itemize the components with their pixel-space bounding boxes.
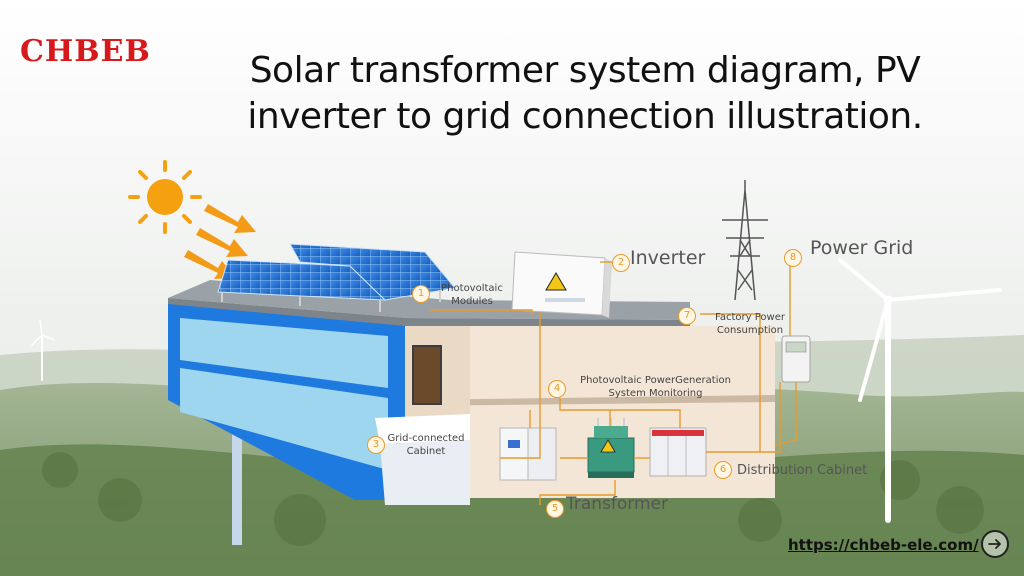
distribution-cabinet-unit [649,427,707,477]
label-photovoltaic-modules: Photovoltaic Modules [432,282,512,308]
marker-1: 1 [412,285,430,303]
label-transformer: Transformer [566,494,669,514]
title-line-1: Solar transformer system diagram, PV [249,50,921,91]
connection-lines [430,261,797,505]
label-photovoltaic-modules-line1: Photovoltaic [441,283,503,294]
label-photovoltaic-modules-line2: Modules [451,296,493,307]
arrow-right-circle-icon[interactable] [981,530,1009,558]
marker-4: 4 [548,380,566,398]
label-distribution-cabinet: Distribution Cabinet [737,463,868,478]
label-inverter: Inverter [630,247,706,269]
marker-7: 7 [678,307,696,325]
transmission-tower-icon [722,180,768,301]
marker-8: 8 [784,249,802,267]
electric-meter-icon [781,335,811,383]
label-grid-cabinet-line1: Grid-connected [387,433,465,444]
solar-panels [217,243,456,312]
label-monitoring: Photovoltaic PowerGeneration System Moni… [568,374,743,400]
sun-icon [128,160,202,234]
website-link[interactable]: https://chbeb-ele.com/ [788,536,979,554]
label-monitoring-line2: System Monitoring [608,388,703,399]
transformer-unit [587,418,635,478]
factory-building [168,280,775,505]
title-line-2: inverter to grid connection illustration… [247,96,923,137]
label-factory-power: Factory Power Consumption [700,311,800,337]
marker-5: 5 [546,500,564,518]
brand-logo: CHBEB [20,34,151,69]
label-grid-cabinet: Grid-connected Cabinet [384,432,468,458]
grid-cabinets [499,427,557,481]
marker-6: 6 [714,461,732,479]
label-factory-power-line2: Consumption [716,325,784,336]
wind-turbine-left-icon [31,319,55,381]
marker-2: 2 [612,254,630,272]
sunlight-arrows-icon [184,204,256,279]
wind-turbine-right-icon [838,258,1002,523]
arrow-right-icon [988,539,1001,549]
inverter-unit [511,251,612,318]
label-power-grid: Power Grid [810,237,914,259]
label-grid-cabinet-line2: Cabinet [406,446,446,457]
marker-3: 3 [367,436,385,454]
page-title: Solar transformer system diagram, PV inv… [215,48,955,140]
label-factory-power-line1: Factory Power [715,312,785,323]
label-monitoring-line1: Photovoltaic PowerGeneration [580,375,731,386]
